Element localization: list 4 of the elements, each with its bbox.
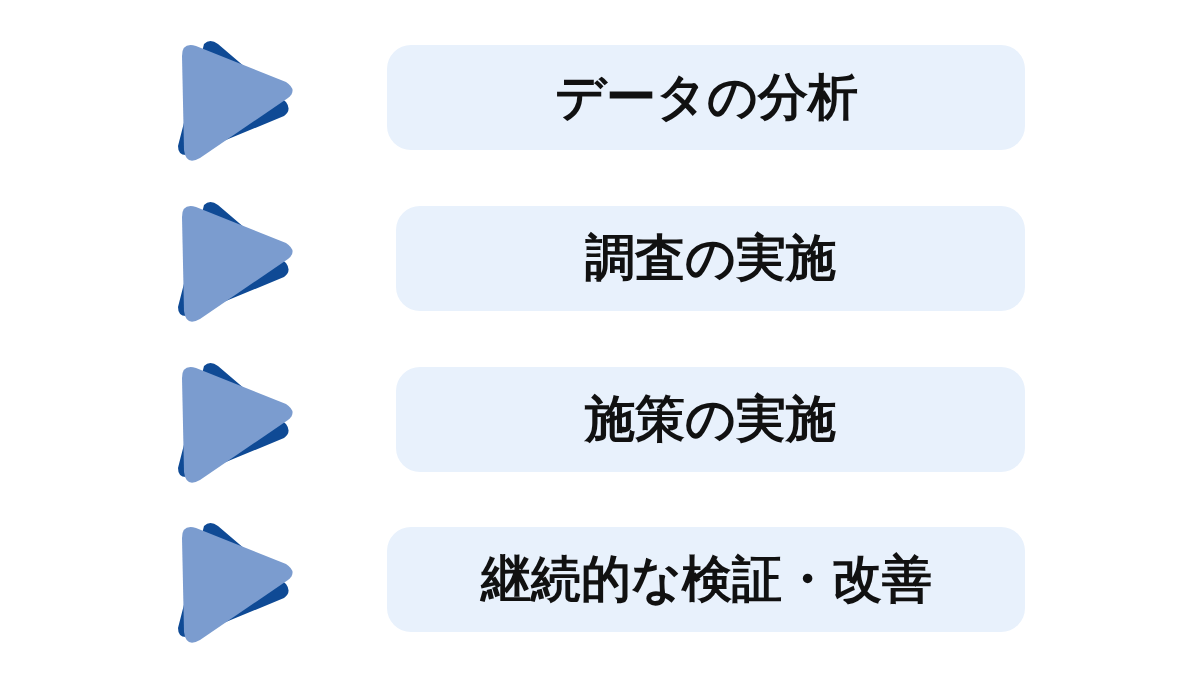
step-text: 継続的な検証・改善: [480, 549, 932, 610]
step-text: 調査の実施: [585, 228, 836, 289]
step-text: 施策の実施: [585, 389, 836, 450]
step-text: データの分析: [554, 67, 858, 128]
